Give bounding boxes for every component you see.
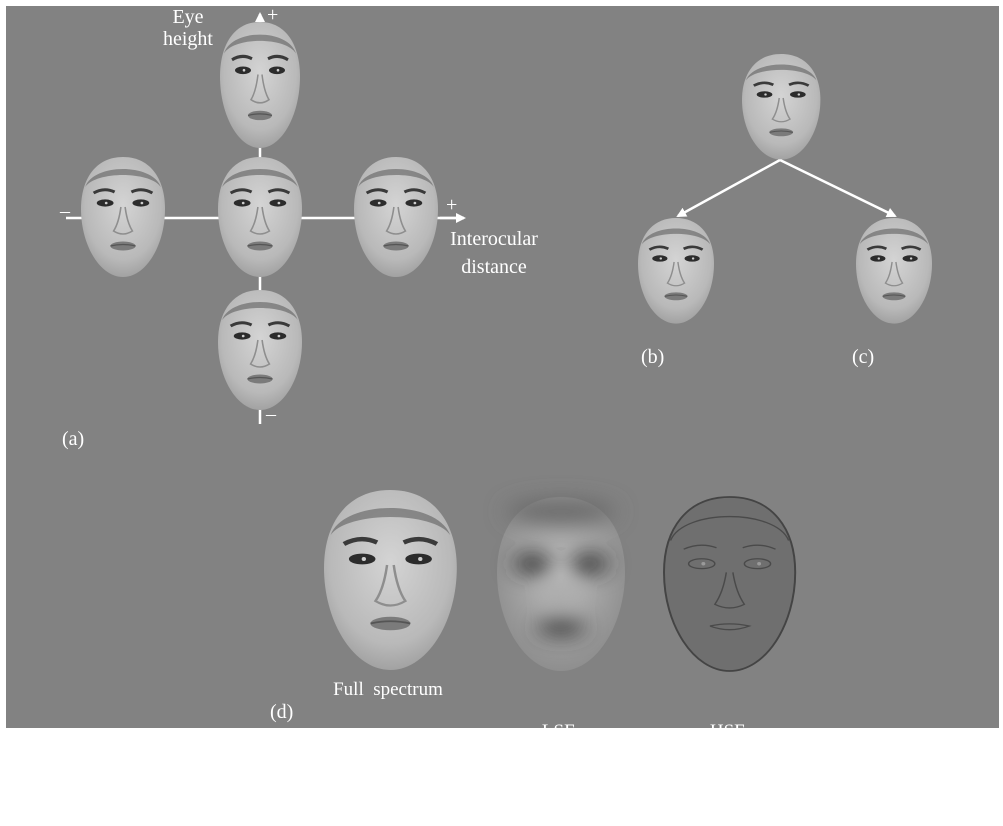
interocular-plus: + <box>446 194 458 216</box>
panel-b-tag: (b) <box>641 346 665 368</box>
panel-a-tag: (a) <box>62 428 85 450</box>
panel-a <box>66 12 466 424</box>
face-hsf <box>663 496 797 672</box>
panel-d-tag: (d) <box>270 701 294 723</box>
face-eye-height-high <box>218 20 302 150</box>
face-c <box>854 216 934 326</box>
eye-height-plus: + <box>267 4 279 26</box>
caption-hsf: HSFs > 32 cpf <box>664 680 798 826</box>
arrow-to-b <box>676 158 781 218</box>
caption-lsf-line2: < 8 cpf <box>532 783 592 805</box>
eye-height-label: Eye height <box>156 6 220 50</box>
figure-canvas <box>66 12 934 731</box>
face-eye-height-low <box>216 288 304 412</box>
eye-height-label-line2: height <box>163 28 213 50</box>
eye-height-label-line1: Eye <box>172 6 204 28</box>
caption-lsf-line1: LSFs <box>541 720 583 742</box>
face-center <box>216 155 304 279</box>
caption-lsf: LSFs < 8 cpf <box>497 680 627 826</box>
interocular-label-line1: Interocular <box>450 228 538 250</box>
face-b <box>636 216 716 326</box>
interocular-minus: – <box>60 200 70 222</box>
interocular-label-line2: distance <box>461 256 527 278</box>
eye-height-minus: – <box>266 403 276 425</box>
arrow-to-c <box>779 158 897 218</box>
face-interocular-wide <box>352 155 440 279</box>
caption-hsf-line1: HSFs <box>709 720 753 742</box>
panel-d <box>324 490 797 672</box>
interocular-label: Interocular distance <box>436 228 552 278</box>
panel-c-tag: (c) <box>852 346 875 368</box>
face-lsf <box>497 497 625 671</box>
caption-hsf-line2: > 32 cpf <box>696 783 766 805</box>
face-interocular-narrow <box>79 155 167 279</box>
face-full-spectrum <box>324 490 457 670</box>
caption-full-spectrum: Full spectrum <box>333 679 443 700</box>
face-original <box>740 52 822 162</box>
panel-bc <box>636 52 934 326</box>
